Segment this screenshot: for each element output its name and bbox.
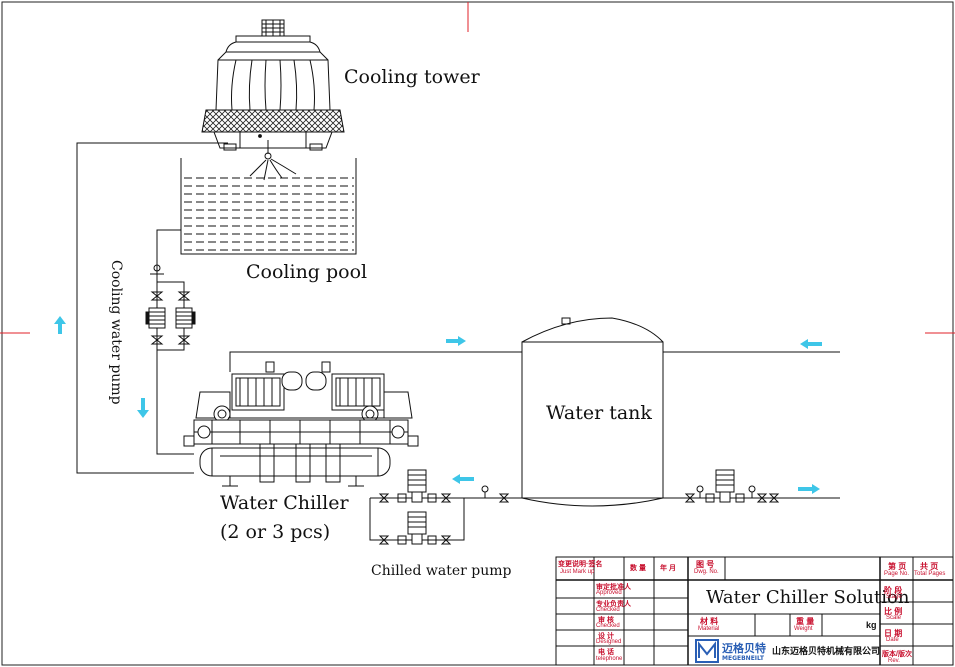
qty-label: 数 量: [630, 565, 646, 572]
water-chiller-label: Water Chiller: [220, 492, 349, 514]
review-sub: Checked: [596, 623, 620, 629]
drawing-no-label: 图 号: [696, 560, 715, 569]
date-sub: Date: [886, 637, 899, 643]
water-hatch: [184, 177, 354, 251]
weight-label: 重 量: [796, 617, 815, 626]
scale-label: 比 例: [884, 607, 903, 616]
drawing-no-sub: Dwg. No.: [694, 569, 719, 575]
date-head: 年 月: [660, 565, 676, 572]
water-tank-label: Water tank: [546, 402, 652, 424]
scale-sub: Scale: [886, 615, 902, 621]
design-label: 设 计: [598, 633, 614, 640]
flow-arrows: [54, 316, 822, 494]
stage-label: 阶 段: [884, 586, 903, 595]
water-tank: [521, 317, 664, 507]
version-sub: Rev.: [888, 658, 900, 664]
arrow-down-icon: [137, 398, 149, 418]
arrow-up-icon: [54, 316, 66, 334]
total-pages-label: 共 页: [920, 562, 939, 571]
cooling-tower-label: Cooling tower: [344, 66, 480, 88]
phone-sub: telephone: [596, 656, 623, 662]
cooling-pool-label: Cooling pool: [246, 261, 368, 283]
design-sub: Designed: [596, 639, 622, 645]
cooling-water-pumps: [145, 264, 196, 345]
logo-en-text: MEGEBNEILT: [722, 655, 764, 662]
total-pages-sub: Total Pages: [914, 571, 946, 577]
water-chiller-quantity-label: (2 or 3 pcs): [220, 521, 331, 543]
company-logo: [695, 639, 719, 663]
change-label: 变更说明·签名: [558, 561, 603, 568]
review-label: 审 核: [598, 617, 614, 624]
cooling-water-pump-label: Cooling water pump: [108, 260, 124, 405]
weight-unit: kg: [866, 620, 877, 630]
title-block: [555, 556, 954, 666]
company-name: 山东迈格贝特机械有限公司: [772, 647, 881, 657]
stage-sub: Stage: [886, 594, 902, 600]
arrow-right-icon: [798, 484, 820, 494]
approved-sub: Approved: [596, 590, 622, 596]
weight-sub: Weight: [794, 626, 813, 632]
cooling-tower: [201, 19, 345, 181]
material-sub: Material: [698, 626, 720, 632]
water-chiller: [183, 361, 419, 487]
first-page-sub: Page No.: [884, 571, 910, 577]
cooling-pool: [180, 158, 357, 255]
date-label: 日 期: [884, 629, 903, 638]
change-sub: Just Mark up: [560, 569, 595, 575]
material-label: 材 料: [700, 617, 719, 626]
chilled-water-pumps: [378, 469, 510, 545]
outlet-pump: [684, 469, 780, 503]
checker-label: 专业负责人: [596, 601, 631, 608]
checker-sub: Checked: [596, 607, 620, 613]
approved-label: 审定批准人: [596, 584, 631, 591]
version-label: 版本/版次: [882, 651, 912, 658]
arrow-left-icon: [800, 339, 822, 349]
drawing-title: Water Chiller Solution: [706, 587, 910, 608]
first-page-label: 第 页: [888, 562, 907, 571]
arrow-left-icon: [452, 474, 474, 484]
phone-label: 电 话: [598, 649, 614, 656]
logo-cn-text: 迈格贝特: [722, 642, 766, 655]
crosshair-marks: [0, 2, 955, 334]
chilled-water-pump-label: Chilled water pump: [371, 563, 512, 579]
arrow-right-icon: [446, 336, 466, 346]
